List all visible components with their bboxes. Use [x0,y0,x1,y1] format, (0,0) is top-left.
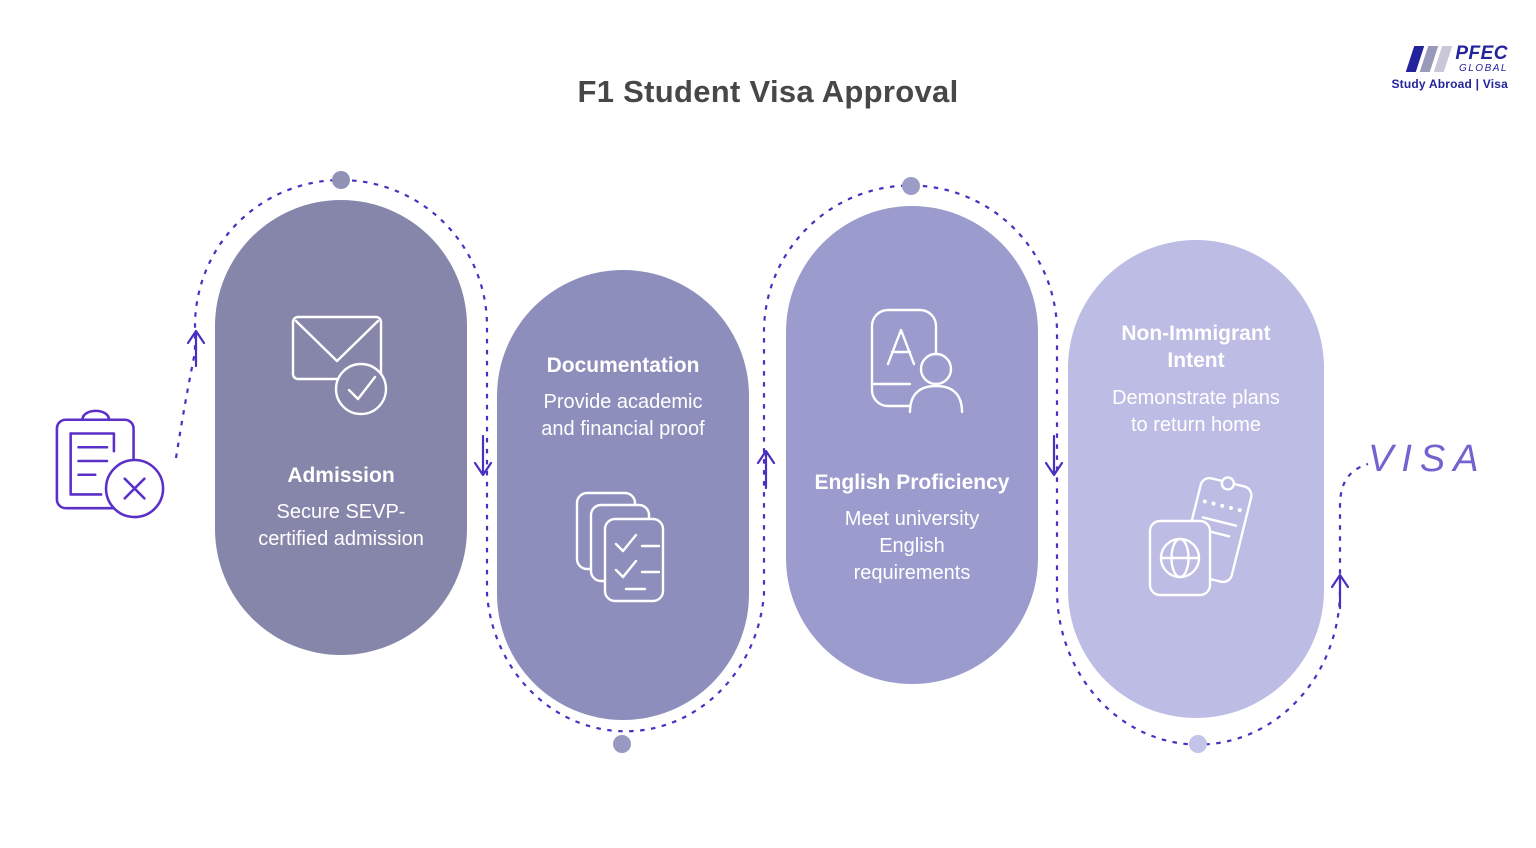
arrow-up-icon [756,449,776,490]
step-description: Meet university English requirements [844,508,980,585]
logo-brand-sub: GLOBAL [1458,63,1508,74]
step-card-documentation: Documentation Provide academic and finan… [497,270,749,720]
brand-logo: PFEC GLOBAL Study Abroad | Visa [1391,44,1508,91]
passport-ticket-icon [1130,475,1262,602]
step-card-non-immigrant-intent: Non-Immigrant Intent Demonstrate plans t… [1068,240,1324,718]
route-dot [332,171,350,189]
envelope-check-icon [289,303,393,424]
arrow-down-icon [473,434,493,477]
logo-stripes-icon [1406,46,1453,72]
step-title: Documentation [546,354,700,377]
language-test-icon [858,306,966,429]
step-title: English Proficiency [814,471,1010,494]
step-description: Provide academic and financial proof [541,391,705,441]
route-dot [1189,735,1207,753]
route-dot [902,177,920,195]
logo-brand-name: PFEC [1455,43,1508,64]
arrow-up-icon [1330,573,1350,610]
step-title: Non-Immigrant Intent [1121,322,1271,373]
step-card-admission: Admission Secure SEVP-certified admissio… [215,200,467,655]
documents-checklist-icon [569,489,677,612]
step-title: Admission [287,464,395,487]
page-title: F1 Student Visa Approval [577,74,959,109]
step-description: Demonstrate plans to return home [1112,386,1280,436]
step-card-english-proficiency: English Proficiency Meet university Engl… [786,206,1038,684]
clipboard-x-icon [50,404,168,525]
route-dot [613,735,631,753]
step-description: Secure SEVP-certified admission [258,501,424,551]
logo-tagline: Study Abroad | Visa [1391,77,1508,91]
arrow-up-icon [186,329,206,368]
arrow-down-icon [1044,434,1064,477]
visa-stamp-label: VISA [1368,438,1487,480]
